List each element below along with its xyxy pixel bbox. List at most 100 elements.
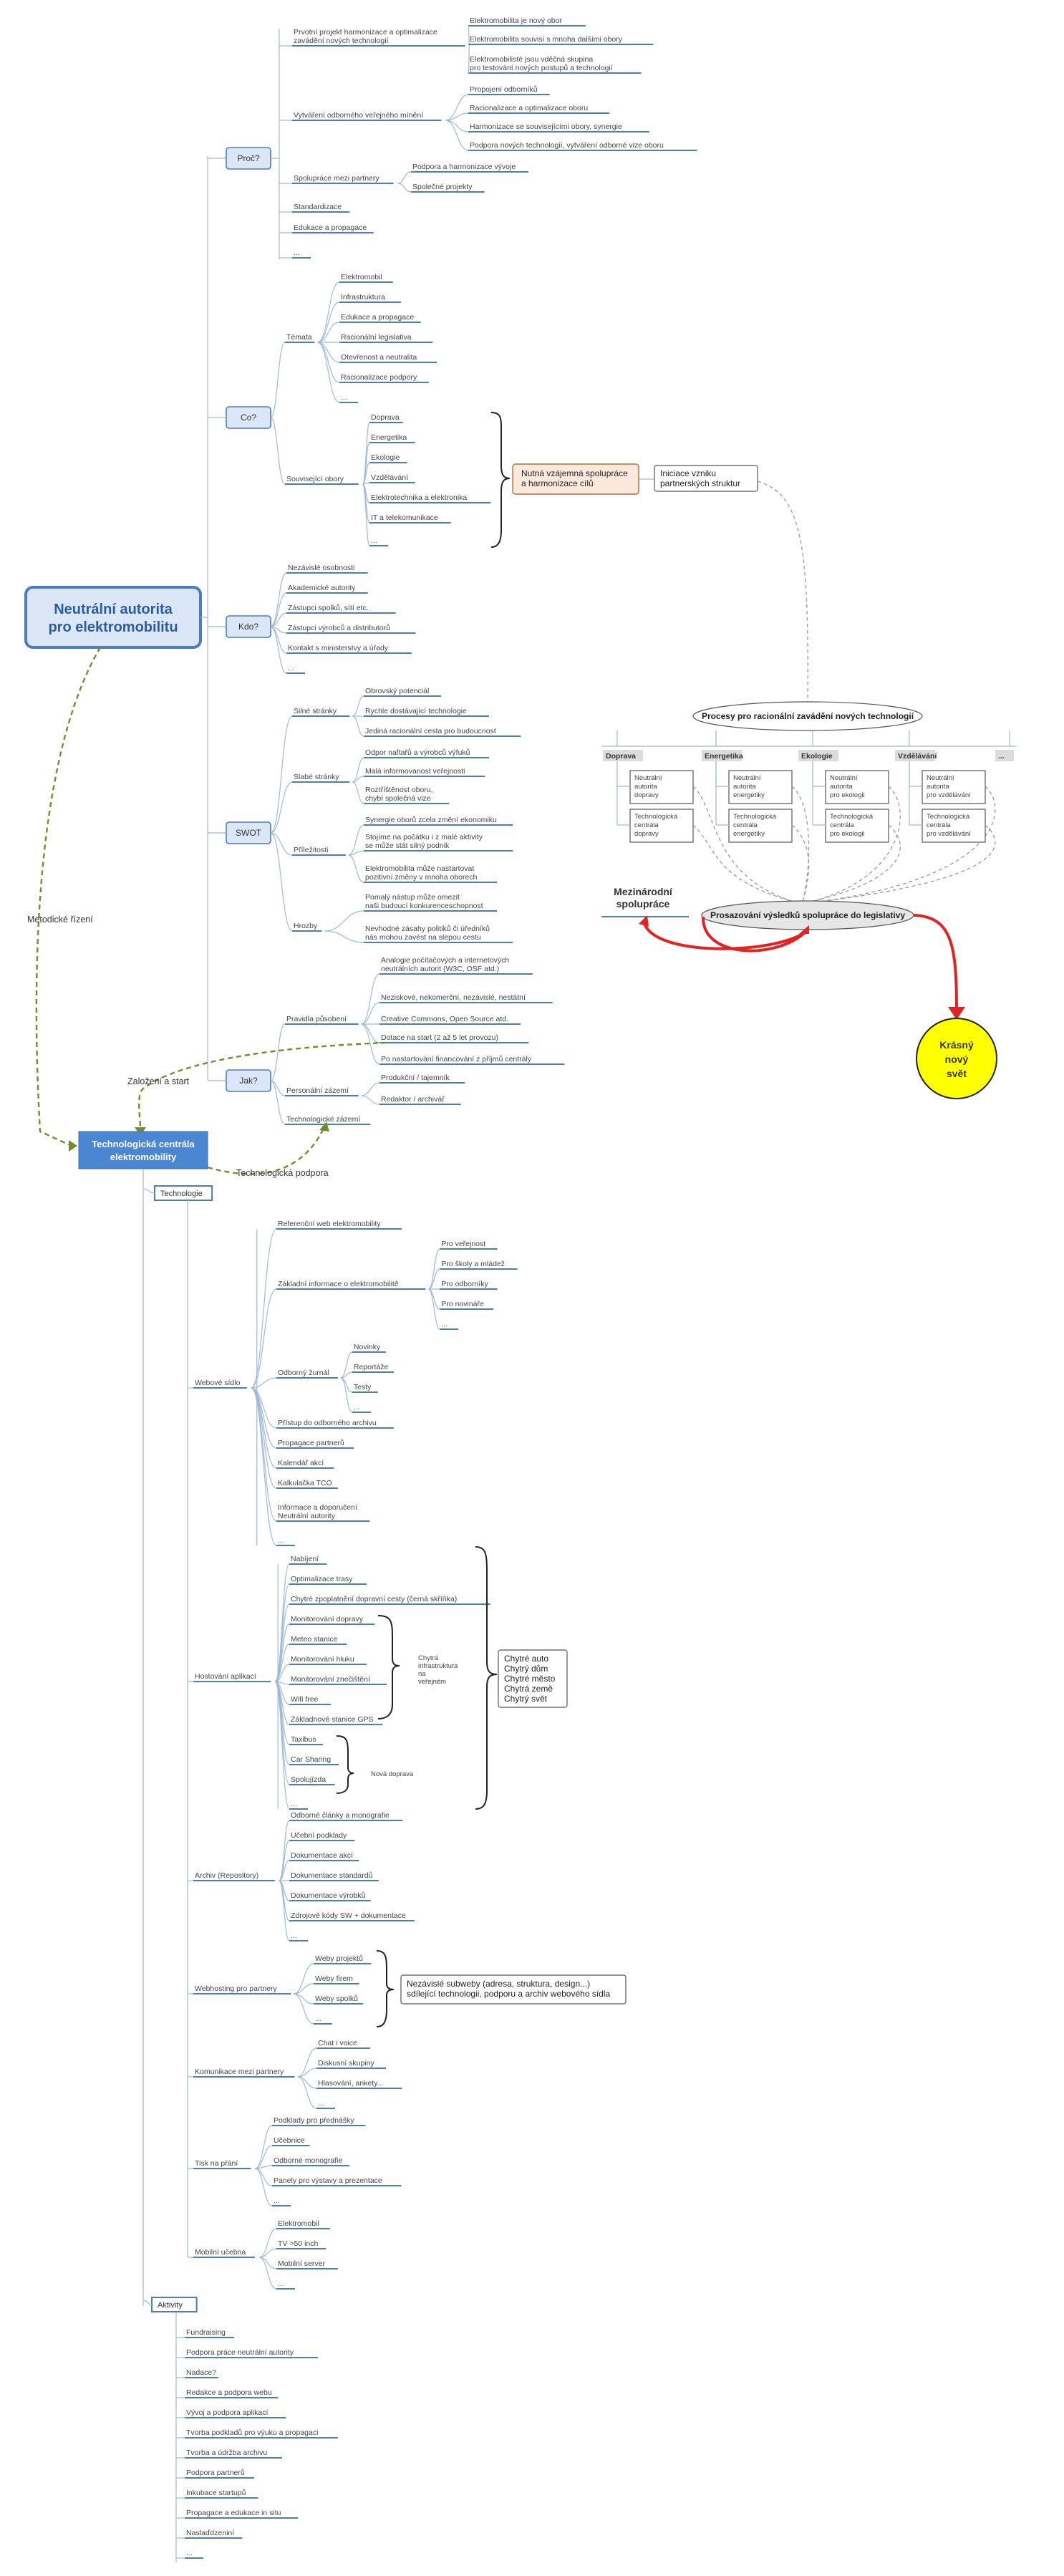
- category-kdo[interactable]: Kdo?: [226, 615, 271, 638]
- jak-item-line: Analogie počítačových a internetových: [381, 956, 509, 965]
- co-tema-connector: [317, 342, 340, 363]
- chytre-line: Chytrý svět: [504, 1694, 548, 1704]
- web-item-connector: [251, 1228, 277, 1389]
- procesy-box-line: Technologická: [830, 813, 874, 821]
- swot-item-line: pozitivní změny v mnoha oborech: [365, 873, 478, 882]
- proc-item-line: Prvotní projekt harmonizace a optimaliza…: [294, 28, 437, 37]
- web-item: Propagace partnerů: [278, 1439, 344, 1447]
- proc-sub-item: Elektromobilita souvisí s mnoha dalšími …: [470, 35, 623, 44]
- co-tema-connector: [317, 302, 340, 343]
- swot-item-connector: [348, 854, 364, 883]
- kdo-connector: [270, 592, 287, 627]
- mezinarodni-line: Mezinárodní: [614, 886, 673, 897]
- swot-group: Slabé stránky: [294, 773, 339, 781]
- co-obor-item: Doprava: [371, 413, 400, 422]
- procesy-box-line: energetiky: [733, 791, 765, 799]
- hosting-item: Nabíjení: [291, 1555, 319, 1563]
- tc-line1: Technologická centrála: [92, 1139, 195, 1149]
- tisk-item: Učebnice: [274, 2136, 305, 2145]
- section-aktivity[interactable]: Aktivity: [151, 2297, 198, 2312]
- category-co[interactable]: Co?: [226, 406, 271, 429]
- jak-item-connector: [361, 973, 380, 1025]
- swot-item: Malá informovanost veřejnosti: [365, 767, 465, 776]
- mezinarodni-line: spolupráce: [616, 898, 670, 910]
- co-temata: Témata: [286, 333, 312, 342]
- webhosting-item-connector: [293, 1963, 314, 1994]
- webhosting-brace: [376, 1950, 395, 2027]
- tisk-item-connector: [255, 2168, 273, 2186]
- swot-connector: [270, 832, 293, 856]
- category-proc[interactable]: Proč?: [226, 147, 271, 170]
- procesy-col-label: Vzdělávání: [898, 752, 937, 761]
- procesy-to-legislativa: [801, 786, 996, 905]
- web-sub-connector: [427, 1248, 440, 1290]
- category-kdo-label: Kdo?: [238, 622, 258, 632]
- infra-label-line: na: [418, 1670, 426, 1678]
- swot-item-connector: [324, 930, 364, 943]
- swot-item-line: Nevhodné zásahy politiků či úředníků: [365, 925, 490, 933]
- co-obor-item: Vzdělávání: [371, 473, 408, 482]
- category-jak[interactable]: Jak?: [226, 1069, 271, 1092]
- jak-item-connector: [361, 1023, 380, 1043]
- web-sub-item: Novinky: [354, 1343, 381, 1351]
- co-tema-connector: [317, 322, 340, 343]
- co-obor-item: Energetika: [371, 433, 407, 442]
- jak-item: Neziskové, nekomerční, nezávislé, nestát…: [381, 993, 526, 1002]
- aktivity-item: Podpora partnerů: [186, 2469, 245, 2477]
- kdo-connector: [270, 612, 287, 627]
- tisk-item-connector: [255, 2168, 273, 2206]
- legislativa-node[interactable]: Prosazování výsledků spolupráce do legis…: [701, 900, 914, 930]
- mobilni-item-connector: [258, 2257, 277, 2290]
- webhosting-note[interactable]: Nezávislé subweby (adresa, struktura, de…: [400, 1974, 627, 2005]
- co-tema-item: Infrastruktura: [341, 293, 385, 302]
- web-item: Přístup do odborného archivu: [278, 1419, 377, 1427]
- web-node: Webové sídlo: [195, 1379, 241, 1387]
- red-arrowhead: [639, 915, 649, 927]
- swot-group: Hrozby: [294, 922, 318, 930]
- mobilni-item-connector: [258, 2248, 277, 2258]
- komunikace-item: ...: [318, 2099, 324, 2108]
- swot-item-connector: [352, 757, 364, 783]
- procesy-node[interactable]: Procesy pro racionální zavádění nových t…: [692, 701, 923, 731]
- category-swot[interactable]: SWOT: [226, 821, 271, 844]
- procesy-box-line: energetiky: [733, 830, 765, 838]
- proc-sub-connector: [468, 45, 470, 74]
- procesy-box-line: pro ekologii: [830, 791, 865, 799]
- section-technologie[interactable]: Technologie: [154, 1185, 213, 1201]
- category-swot-label: SWOT: [236, 828, 262, 838]
- tisk-item: ...: [274, 2196, 280, 2205]
- procesy-box-line: centrála: [733, 821, 758, 829]
- tisk-item: Podklady pro přednášky: [274, 2116, 354, 2125]
- aktivity-item: Fundraising: [186, 2328, 226, 2337]
- green-arrowhead: [69, 1140, 77, 1152]
- kdo-connector: [270, 572, 287, 627]
- procesy-col-header: [702, 750, 742, 761]
- procesy-to-legislativa: [801, 824, 901, 905]
- procesy-to-legislativa: [801, 786, 901, 905]
- swot-group: Silné stránky: [294, 707, 337, 715]
- web-sub-item: Testy: [354, 1383, 372, 1391]
- aktivity-item: Inkubace startupů: [186, 2489, 246, 2497]
- procesy-box-line: autorita: [830, 783, 853, 791]
- proc-sub-item: Propojení odborníků: [470, 85, 538, 94]
- web-sub-item: ...: [354, 1403, 360, 1412]
- swot-item: Rychle dostávající technologie: [365, 707, 467, 715]
- web-item-connector: [251, 1377, 277, 1389]
- hosting-item-connector: [274, 1681, 290, 1810]
- green-arrowhead: [319, 1121, 329, 1132]
- harmonizace-line: a harmonizace cílů: [521, 478, 594, 488]
